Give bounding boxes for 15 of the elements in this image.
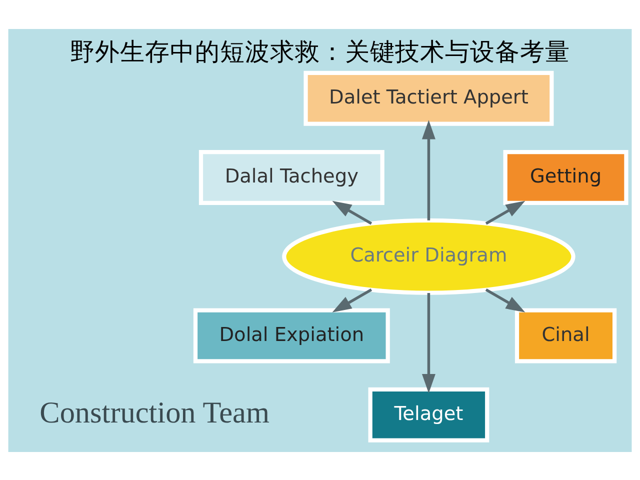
node-box: Dalet Tactiert Appert	[304, 70, 554, 126]
arrow	[485, 288, 526, 312]
label: Construction Team	[40, 395, 270, 430]
node-box: Dalal Tachegy	[198, 150, 384, 204]
diagram-title: 野外生存中的短波求救：关键技术与设备考量	[70, 36, 570, 66]
node-box: Cinal	[514, 308, 617, 363]
arrow	[485, 200, 526, 224]
node-box: Telaget	[368, 386, 490, 442]
node-ellipse: Carceir Diagram	[282, 218, 576, 294]
node-box: Getting	[503, 150, 628, 204]
node-box: Dolal Expiation	[193, 308, 390, 363]
arrow	[332, 200, 372, 224]
arrow	[422, 292, 436, 393]
arrow	[332, 288, 372, 312]
arrow	[422, 119, 436, 220]
